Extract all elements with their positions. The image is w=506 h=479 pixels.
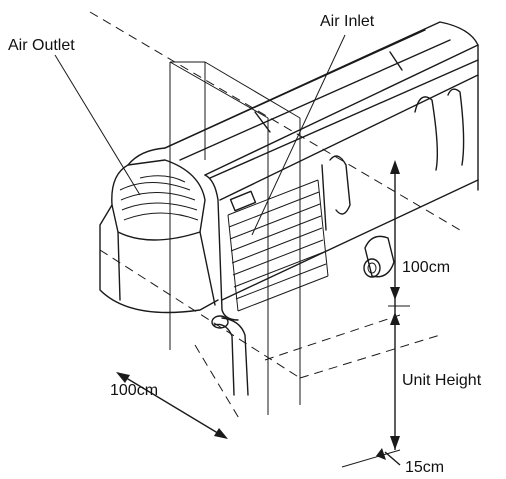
clearance-envelope-lines [89, 11, 461, 421]
vertical-dimension [388, 160, 410, 450]
air-outlet-label: Air Outlet [8, 37, 75, 54]
front-dimension [341, 448, 401, 468]
air-inlet-grille [227, 179, 329, 312]
unit-height-label: Unit Height [402, 372, 482, 389]
front-clearance-label: 15cm [405, 459, 444, 476]
pipe-port [363, 235, 395, 278]
air-inlet-label: Air Inlet [320, 13, 375, 30]
air-outlet-vent [99, 159, 219, 314]
top-clearance-label: 100cm [402, 259, 450, 276]
side-clearance-label: 100cm [110, 382, 158, 399]
leader-lines [54, 34, 346, 236]
side-clearance-box [169, 61, 301, 415]
drain-hose [211, 315, 249, 396]
indoor-unit [99, 21, 479, 396]
side-dimension [116, 372, 228, 439]
